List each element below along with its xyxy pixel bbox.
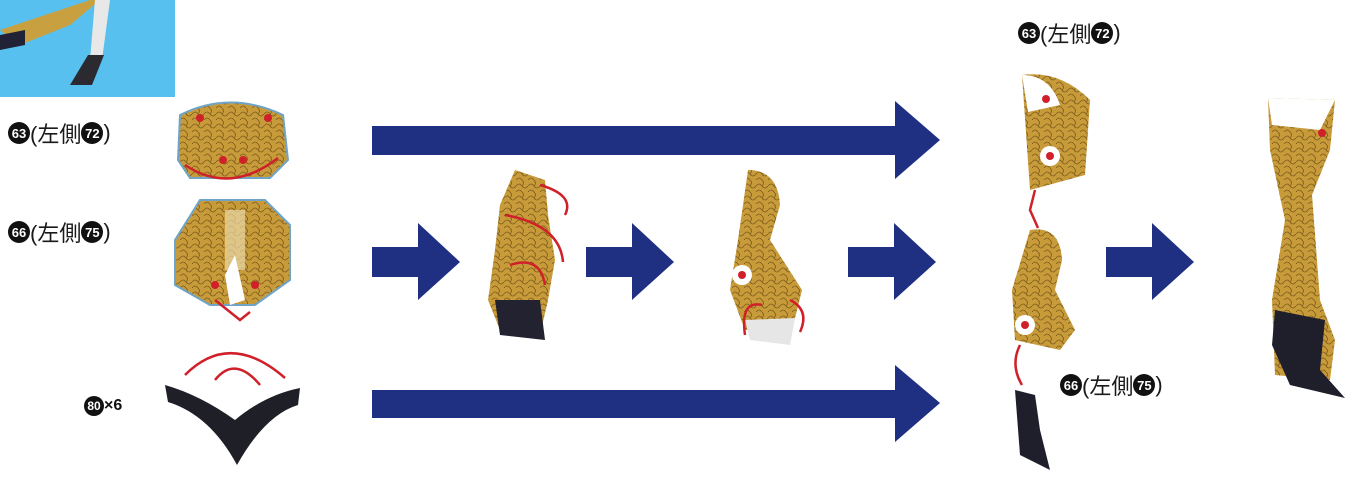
arrow-mid-3 xyxy=(848,223,936,300)
label-result-66: 66 (左側 75 ) xyxy=(1060,369,1163,401)
result-middle xyxy=(1012,229,1075,350)
label-text: (左側 xyxy=(30,117,81,149)
label-close: ) xyxy=(1113,20,1120,46)
label-close: ) xyxy=(1155,372,1162,398)
part-number-badge: 66 xyxy=(1060,374,1082,396)
arrow-mid-4 xyxy=(1106,223,1194,300)
side-number-badge: 75 xyxy=(81,221,103,243)
label-text: (左側 xyxy=(1040,17,1091,49)
part-number-badge: 66 xyxy=(8,221,30,243)
label-result-63: 63 (左側 72 ) xyxy=(1018,17,1121,49)
side-number-badge: 75 xyxy=(1133,374,1155,396)
part-66-piece xyxy=(175,200,290,320)
label-text: (左側 xyxy=(30,216,81,248)
label-close: ) xyxy=(103,219,110,245)
label-part-63: 63 (左側 72 ) xyxy=(8,117,111,149)
step-1-model xyxy=(488,170,567,340)
label-text: (左側 xyxy=(1082,369,1133,401)
part-80-piece xyxy=(165,353,300,465)
part-number-badge: 63 xyxy=(8,122,30,144)
arrow-mid-1 xyxy=(372,223,460,300)
part-number-badge: 80 xyxy=(84,396,104,416)
join-arrow-bottom xyxy=(1015,345,1022,385)
label-part-80: 80 ×6 xyxy=(84,396,122,416)
arrow-top xyxy=(372,101,940,179)
arrow-mid-2 xyxy=(586,223,674,300)
final-model xyxy=(1268,98,1345,398)
result-upper xyxy=(1022,74,1090,190)
step-2-model xyxy=(730,170,803,345)
join-arrow-top xyxy=(1030,190,1038,228)
part-number-badge: 63 xyxy=(1018,22,1040,44)
arrow-bottom xyxy=(372,365,940,442)
part-63-piece xyxy=(178,103,288,179)
side-number-badge: 72 xyxy=(1091,22,1113,44)
label-part-66: 66 (左側 75 ) xyxy=(8,216,111,248)
label-close: ) xyxy=(103,120,110,146)
reference-photo xyxy=(0,0,175,97)
result-lower xyxy=(1015,390,1050,470)
side-number-badge: 72 xyxy=(81,122,103,144)
multiplier-text: ×6 xyxy=(104,397,122,415)
